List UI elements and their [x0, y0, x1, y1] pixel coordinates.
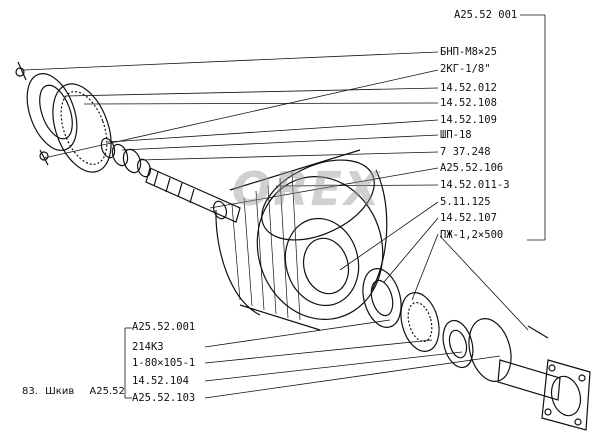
part-label: 7 37.248 — [440, 146, 491, 158]
part-label: ШП-18 — [440, 129, 472, 141]
hub-flange-part — [497, 325, 591, 431]
part-label: 14.52.012 — [440, 82, 497, 94]
shaft-part — [145, 167, 241, 223]
part-label: БНП-М8×25 — [440, 46, 497, 58]
part-label: 14.52.107 — [440, 212, 497, 224]
pulley-drum-part — [215, 149, 388, 331]
part-label: A25.52.001 — [132, 321, 196, 333]
part-label: 14.52.109 — [440, 114, 497, 126]
part-label: 14.52.011-3 — [440, 179, 510, 191]
part-label: A25.52.106 — [440, 162, 504, 174]
figure-number: 83. — [22, 386, 38, 397]
leader-lines — [23, 14, 546, 399]
orex-watermark-logo: OREX — [232, 162, 382, 216]
figure-caption: 83. Шкив A25.52 — [22, 386, 125, 397]
part-label: 14.52.104 — [132, 375, 189, 387]
gasket-ring-part — [52, 83, 112, 173]
part-label: 1-80×105-1 — [132, 357, 196, 369]
part-label: ПЖ-1,2×500 — [440, 229, 504, 241]
part-label: A25.52 001 — [454, 9, 518, 21]
figure-title: Шкив — [45, 386, 75, 397]
part-label: 5.11.125 — [440, 196, 491, 208]
figure-code: A25.52 — [89, 386, 125, 397]
end-cover-part — [15, 61, 78, 166]
part-label: 214КЗ — [132, 341, 164, 353]
part-label: 14.52.108 — [440, 97, 497, 109]
right-bearing-stack-part — [362, 268, 512, 382]
part-label: 2КГ-1/8" — [440, 63, 491, 75]
part-label: A25.52.103 — [132, 392, 196, 404]
